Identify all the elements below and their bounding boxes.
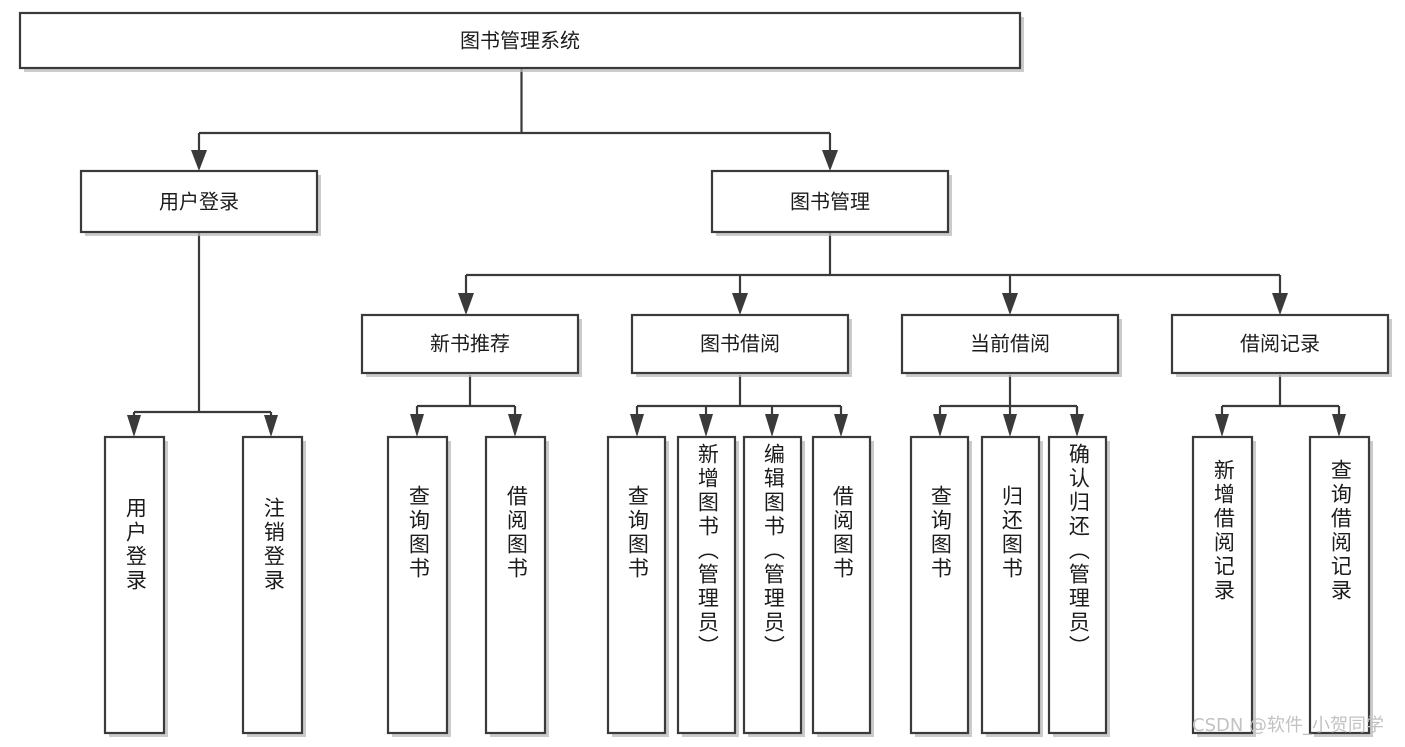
connector-layer bbox=[127, 68, 1346, 437]
leaf-newbook-query-box[interactable] bbox=[386, 435, 449, 735]
arrow-head-leaf-logout bbox=[264, 415, 278, 437]
arrow-head-current-query bbox=[933, 414, 947, 437]
leaf-borrow-add[interactable] bbox=[676, 435, 739, 737]
leaf-record-add-box[interactable] bbox=[1191, 435, 1254, 735]
leaf-user-login[interactable] bbox=[103, 435, 168, 737]
leaf-borrow-query[interactable] bbox=[606, 435, 669, 737]
arrow-head-borrow-add bbox=[699, 414, 713, 437]
watermark: CSDN @软件_小贺同学 bbox=[1192, 715, 1384, 736]
node-borrow-records-label: 借阅记录 bbox=[1240, 332, 1320, 356]
node-book-management[interactable]: 图书管理 bbox=[710, 169, 952, 236]
node-book-management-box[interactable] bbox=[710, 169, 950, 234]
leaf-newbook-borrow-box[interactable] bbox=[484, 435, 547, 735]
node-user-login-box[interactable] bbox=[79, 169, 319, 234]
arrow-head-borrow-record bbox=[1272, 293, 1288, 315]
node-book-borrow[interactable]: 图书借阅 bbox=[630, 313, 852, 377]
node-current-borrow[interactable]: 当前借阅 bbox=[900, 313, 1122, 377]
node-root[interactable]: 图书管理系统 bbox=[18, 11, 1024, 72]
leaf-borrow-lend[interactable] bbox=[811, 435, 874, 737]
arrow-head-current-borrow bbox=[1002, 293, 1018, 315]
arrow-head-record-add bbox=[1215, 414, 1229, 437]
arrow-head-newbook-borrow bbox=[508, 414, 522, 437]
leaf-newbook-borrow[interactable] bbox=[484, 435, 549, 737]
arrow-head-borrow-lend bbox=[834, 414, 848, 437]
arrow-head-new-book bbox=[458, 293, 474, 315]
arrow-head-record-query bbox=[1332, 414, 1346, 437]
node-book-management-label: 图书管理 bbox=[790, 190, 870, 214]
arrow-head-current-confirm bbox=[1070, 414, 1084, 437]
node-user-login[interactable]: 用户登录 bbox=[79, 169, 321, 236]
leaf-record-query[interactable] bbox=[1308, 435, 1373, 737]
leaf-borrow-edit[interactable] bbox=[742, 435, 805, 737]
arrow-head-user-login bbox=[191, 150, 207, 171]
arrow-head-leaf-user-login bbox=[127, 415, 141, 437]
node-user-login-label: 用户登录 bbox=[159, 190, 239, 214]
leaf-current-confirm-box[interactable] bbox=[1047, 435, 1108, 735]
node-book-borrow-box[interactable] bbox=[630, 313, 850, 375]
node-borrow-records[interactable]: 借阅记录 bbox=[1170, 313, 1392, 377]
node-new-book-recommend-label: 新书推荐 bbox=[430, 332, 510, 356]
leaf-borrow-query-box[interactable] bbox=[606, 435, 667, 735]
leaf-logout-box[interactable] bbox=[241, 435, 304, 735]
node-current-borrow-box[interactable] bbox=[900, 313, 1120, 375]
leaf-current-query[interactable] bbox=[909, 435, 972, 737]
leaf-current-return[interactable] bbox=[980, 435, 1043, 737]
node-root-box[interactable] bbox=[18, 11, 1022, 70]
arrow-head-newbook-query bbox=[410, 414, 424, 437]
node-root-label: 图书管理系统 bbox=[460, 29, 580, 53]
node-new-book-recommend[interactable]: 新书推荐 bbox=[360, 313, 582, 377]
leaf-borrow-edit-box[interactable] bbox=[742, 435, 803, 735]
leaf-current-return-box[interactable] bbox=[980, 435, 1041, 735]
arrow-head-current-return bbox=[1003, 414, 1017, 437]
node-borrow-records-box[interactable] bbox=[1170, 313, 1390, 375]
leaf-logout[interactable] bbox=[241, 435, 306, 737]
leaf-record-add[interactable] bbox=[1191, 435, 1256, 737]
leaf-borrow-add-box[interactable] bbox=[676, 435, 737, 735]
node-current-borrow-label: 当前借阅 bbox=[970, 332, 1050, 356]
leaf-current-confirm[interactable] bbox=[1047, 435, 1110, 737]
arrow-head-borrow-query bbox=[630, 414, 644, 437]
arrow-head-borrow-edit bbox=[765, 414, 779, 437]
leaf-borrow-lend-box[interactable] bbox=[811, 435, 872, 735]
arrow-head-book-management bbox=[822, 150, 838, 171]
leaf-user-login-box[interactable] bbox=[103, 435, 166, 735]
arrow-head-book-borrow bbox=[732, 293, 748, 315]
leaf-newbook-query[interactable] bbox=[386, 435, 451, 737]
node-new-book-recommend-box[interactable] bbox=[360, 313, 580, 375]
leaf-current-query-box[interactable] bbox=[909, 435, 970, 735]
node-book-borrow-label: 图书借阅 bbox=[700, 332, 780, 356]
leaf-record-query-box[interactable] bbox=[1308, 435, 1371, 735]
